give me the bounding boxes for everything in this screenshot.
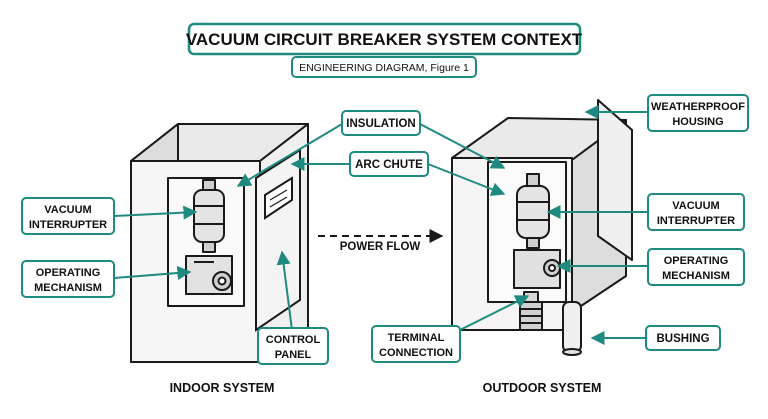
callout-weatherproof-housing: WEATHERPROOF HOUSING xyxy=(647,94,749,132)
callout-indoor-vacuum-interrupter: VACUUM INTERRUPTER xyxy=(21,197,115,235)
terminal-label-line2: CONNECTION xyxy=(379,347,453,359)
callout-outdoor-operating-mechanism: OPERATING MECHANISM xyxy=(647,248,745,286)
insulation-label: INSULATION xyxy=(346,118,415,130)
diagram-title: VACUUM CIRCUIT BREAKER SYSTEM CONTEXT xyxy=(186,30,583,49)
control-panel xyxy=(255,148,301,332)
control-panel-label-line2: PANEL xyxy=(275,349,312,361)
arc-chute-label: ARC CHUTE xyxy=(355,159,423,171)
indoor-vi-label-line2: INTERRUPTER xyxy=(29,219,107,231)
callout-control-panel: CONTROL PANEL xyxy=(257,327,329,365)
outdoor-om-label-line1: OPERATING xyxy=(664,255,729,267)
callout-bushing: BUSHING xyxy=(645,325,721,351)
indoor-vi-label-line1: VACUUM xyxy=(44,204,91,216)
weatherproof-label-line2: HOUSING xyxy=(672,116,723,128)
outdoor-caption: OUTDOOR SYSTEM xyxy=(483,381,602,395)
diagram-subtitle: ENGINEERING DIAGRAM, Figure 1 xyxy=(299,62,469,74)
leader-lines xyxy=(113,105,648,345)
power-flow-label: POWER FLOW xyxy=(340,241,421,253)
outdoor-om-label-line2: MECHANISM xyxy=(662,270,730,282)
callout-arc-chute: ARC CHUTE xyxy=(349,151,429,177)
bushing-label: BUSHING xyxy=(656,333,709,345)
terminal-label-line1: TERMINAL xyxy=(388,332,445,344)
weatherproof-label-line1: WEATHERPROOF xyxy=(651,101,745,113)
callout-outdoor-vacuum-interrupter: VACUUM INTERRUPTER xyxy=(647,193,745,231)
power-flow: POWER FLOW xyxy=(318,229,444,253)
indoor-om-label-line1: OPERATING xyxy=(36,267,101,279)
outdoor-vi-label-line2: INTERRUPTER xyxy=(657,215,735,227)
indoor-om-label-line2: MECHANISM xyxy=(34,282,102,294)
callout-terminal-connection: TERMINAL CONNECTION xyxy=(371,325,461,363)
control-panel-label-line1: CONTROL xyxy=(266,334,321,346)
outdoor-vi-label-line1: VACUUM xyxy=(672,200,719,212)
subtitle-box: ENGINEERING DIAGRAM, Figure 1 xyxy=(291,56,477,78)
callout-insulation: INSULATION xyxy=(341,110,421,136)
callout-indoor-operating-mechanism: OPERATING MECHANISM xyxy=(21,260,115,298)
outdoor-cabinet xyxy=(451,99,633,356)
title-box: VACUUM CIRCUIT BREAKER SYSTEM CONTEXT xyxy=(186,22,583,56)
indoor-caption: INDOOR SYSTEM xyxy=(170,381,275,395)
